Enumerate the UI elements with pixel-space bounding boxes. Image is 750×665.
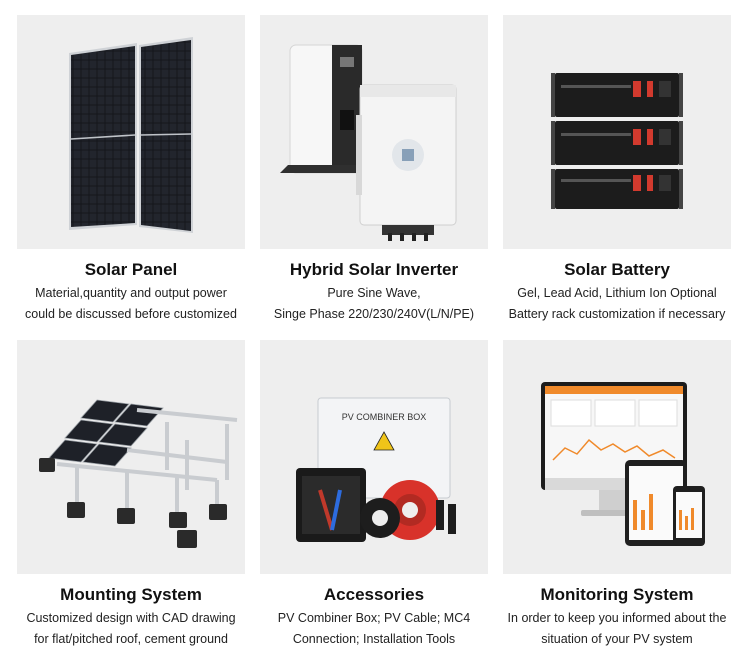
mounting-system-icon bbox=[39, 399, 238, 548]
accessories-icon: PV COMBINER BOX bbox=[296, 397, 456, 542]
product-description: In order to keep you informed about the … bbox=[507, 611, 727, 646]
battery-rack-icon bbox=[551, 73, 683, 209]
combiner-box-label: PV COMBINER BOX bbox=[342, 412, 427, 422]
product-title: Solar Panel bbox=[84, 260, 178, 279]
product-description: Customized design with CAD drawing for f… bbox=[26, 611, 236, 646]
inverter-image bbox=[260, 15, 488, 249]
monitoring-devices-icon bbox=[541, 382, 705, 546]
mounting-image bbox=[17, 340, 245, 574]
product-title: Solar Battery bbox=[564, 260, 670, 279]
solar-panel-icon bbox=[69, 37, 193, 233]
product-title: Hybrid Solar Inverter bbox=[289, 260, 459, 279]
accessories-image: PV COMBINER BOX bbox=[260, 340, 488, 574]
product-description: Material,quantity and output power could… bbox=[25, 286, 237, 321]
battery-image bbox=[503, 15, 731, 249]
product-description: Pure Sine Wave, Singe Phase 220/230/240V… bbox=[273, 286, 475, 321]
product-description: PV Combiner Box; PV Cable; MC4 Connectio… bbox=[277, 611, 471, 646]
product-title: Mounting System bbox=[60, 585, 202, 604]
product-title: Accessories bbox=[323, 585, 425, 604]
product-description: Gel, Lead Acid, Lithium Ion Optional Bat… bbox=[508, 286, 726, 321]
solar-panel-image bbox=[17, 15, 245, 249]
product-title: Monitoring System bbox=[540, 585, 694, 604]
inverter-icon bbox=[280, 44, 457, 241]
monitoring-image bbox=[503, 340, 731, 574]
